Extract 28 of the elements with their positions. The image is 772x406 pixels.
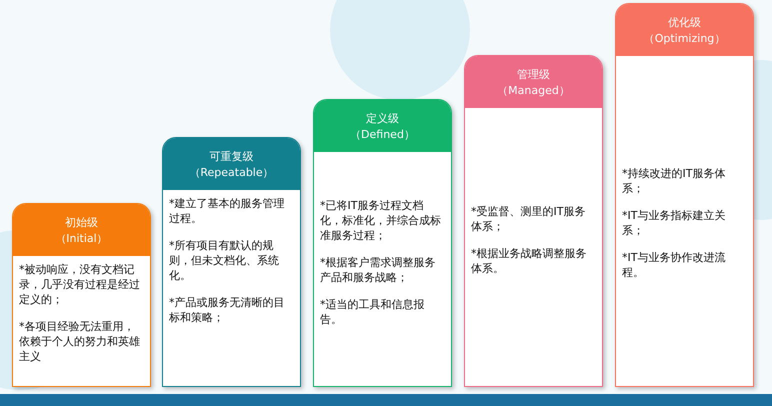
level-title: 管理级 [517,68,550,80]
level-card [313,99,452,387]
level-subtitle: （Initial） [55,232,108,244]
level-card [12,203,151,387]
level-subtitle: （Managed） [497,84,570,96]
bullet-text: *根据客户需求调整服务产品和服务战略； [320,255,436,285]
level-card [162,137,301,387]
bullet-text: *受监督、测里的IT服务体系； [471,204,586,234]
bullet-text: *建立了基本的服务管理过程。 [169,196,286,226]
bullet-text: *已将IT服务过程文档化，标准化，并综合成标准服务过程； [320,198,442,243]
level-title: 优化级 [668,16,701,28]
bullet-text: *被动响应，没有文档记录，几乎没有过程是经过定义的； [19,262,141,307]
level-subtitle: （Optimizing） [644,32,726,44]
bullet-text: *根据业务战略调整服务体系。 [471,246,588,276]
bullet-text: *IT与业务指标建立关系； [622,208,726,238]
level-card [615,3,754,387]
bullet-text: *适当的工具和信息报告。 [320,297,426,327]
level-card [464,55,603,387]
level-title: 定义级 [366,112,399,124]
level-subtitle: （Repeatable） [189,166,274,178]
bullet-text: *各项目经验无法重用，依赖于个人的努力和英雄主义 [19,319,141,364]
level-subtitle: （Defined） [350,128,415,140]
bullet-text: *持续改进的IT服务体系； [622,166,726,196]
level-title: 初始级 [65,216,98,228]
bullet-text: *IT与业务协作改进流程。 [622,250,726,280]
bullet-text: *产品或服务无清晰的目标和策略； [169,295,286,325]
bullet-text: *所有项目有默认的规则，但未文档化、系统化。 [169,238,280,283]
level-title: 可重复级 [210,150,254,162]
